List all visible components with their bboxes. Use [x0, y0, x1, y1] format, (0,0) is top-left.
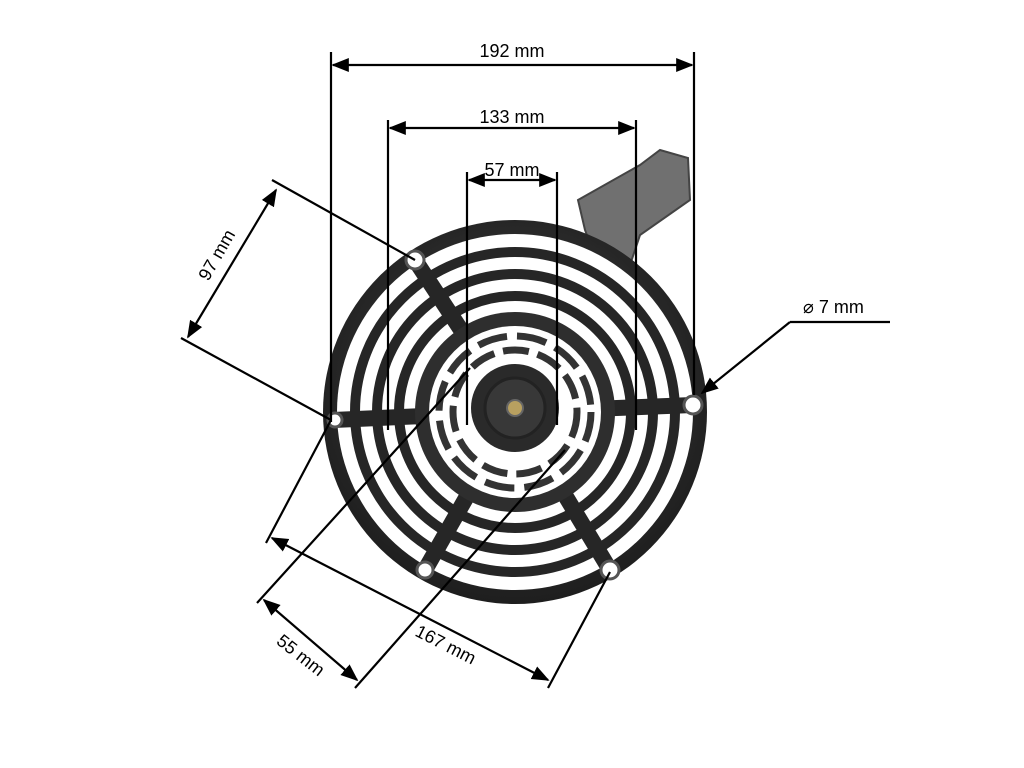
dimension-57mm: 57 mm — [465, 160, 559, 425]
dimension-133mm: 133 mm — [386, 107, 638, 430]
label-192mm: 192 mm — [479, 41, 544, 61]
label-hole-diameter: ⌀ 7 mm — [803, 297, 864, 317]
label-133mm: 133 mm — [479, 107, 544, 127]
label-55mm: 55 mm — [273, 630, 329, 680]
label-57mm: 57 mm — [484, 160, 539, 180]
dimension-hole-diameter: ⌀ 7 mm — [700, 297, 890, 395]
dimension-192mm: 192 mm — [329, 41, 696, 422]
mounting-holes — [326, 249, 704, 581]
label-97mm: 97 mm — [194, 226, 239, 284]
recoil-starter-image — [323, 148, 707, 604]
